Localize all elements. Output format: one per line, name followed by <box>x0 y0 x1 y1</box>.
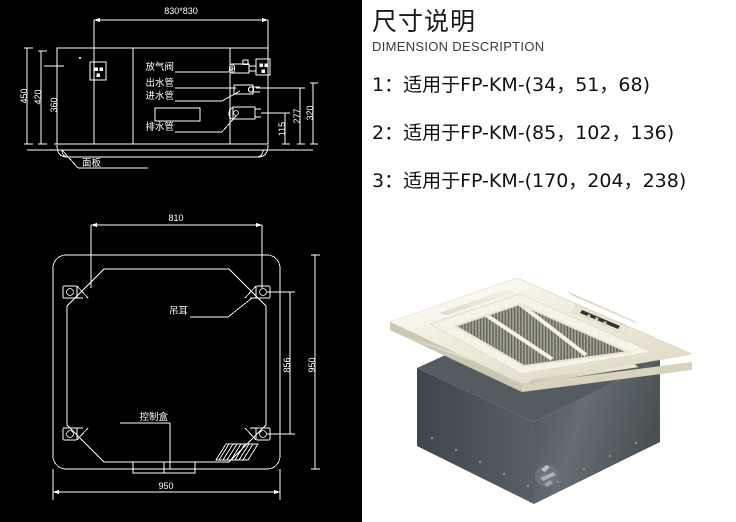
dimension-label-115: 115 <box>277 122 287 136</box>
dimension-label-360: 360 <box>49 97 59 112</box>
product-photo-cassette-unit <box>362 270 736 522</box>
display-receiver-strip <box>571 304 629 335</box>
callout-drain-pipe: 排水管 <box>145 121 174 133</box>
cad-top-elevation-drawing: 830*830 450 420 360 320 277 115 放气阀 出水管 … <box>19 6 318 169</box>
callout-water-outlet-pipe: 出水管 <box>145 77 174 89</box>
callout-control-box: 控制盒 <box>139 411 168 423</box>
dimension-label-420: 420 <box>33 89 43 104</box>
callout-water-inlet-pipe: 进水管 <box>145 90 174 102</box>
air-discharge-slots <box>405 289 639 384</box>
cad-drawing-panel: 830*830 450 420 360 320 277 115 放气阀 出水管 … <box>0 0 362 522</box>
page-subtitle-en: DIMENSION DESCRIPTION <box>372 38 545 54</box>
dimension-label-950-bottom: 950 <box>158 481 173 491</box>
description-column: 尺寸说明 DIMENSION DESCRIPTION 1：适用于FP-KM-(3… <box>362 0 736 522</box>
dimension-label-450: 450 <box>19 88 29 103</box>
dimension-label-320: 320 <box>305 105 315 120</box>
decorative-panel <box>389 277 694 392</box>
dimension-label-810: 810 <box>168 213 183 223</box>
dimension-label-950-right: 950 <box>307 357 317 372</box>
intake-grille <box>452 302 632 368</box>
dimension-label-830x830: 830*830 <box>164 6 198 16</box>
dimension-label-277: 277 <box>292 108 302 123</box>
dimension-label-856: 856 <box>282 357 292 372</box>
spec-line-2: 2：适用于FP-KM-(85，102，136) <box>372 121 675 144</box>
dimension-description-block: 尺寸说明 DIMENSION DESCRIPTION 1：适用于FP-KM-(3… <box>372 7 736 214</box>
cassette-unit-illustration <box>389 277 694 504</box>
cad-plan-view-drawing: 810 950 950 856 吊耳 控制盒 <box>52 213 320 500</box>
callout-panel: 面板 <box>82 157 102 169</box>
callout-hanging-lug: 吊耳 <box>169 306 188 317</box>
spec-line-3: 3：适用于FP-KM-(170，204，238) <box>372 169 687 192</box>
page-title-cn: 尺寸说明 <box>372 7 477 36</box>
callout-air-release-valve: 放气阀 <box>145 61 174 73</box>
spec-line-1: 1：适用于FP-KM-(34，51，68) <box>372 73 650 96</box>
drain-connector <box>535 465 559 487</box>
